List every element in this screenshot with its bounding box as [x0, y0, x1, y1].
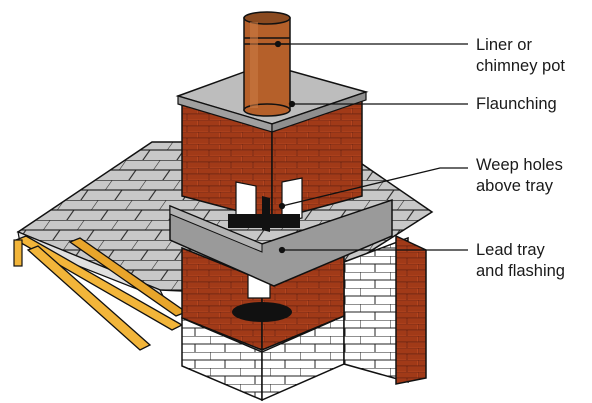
chimney-pot: [244, 12, 290, 116]
label-weep-holes-line2: above tray: [476, 176, 563, 197]
label-flaunching-line1: Flaunching: [476, 94, 557, 115]
label-weep-holes: Weep holes above tray: [476, 155, 563, 197]
side-brick-wall: [396, 236, 426, 384]
label-lead-tray-line1: Lead tray: [476, 240, 565, 261]
label-liner-line1: Liner or: [476, 35, 565, 56]
label-flaunching: Flaunching: [476, 94, 557, 115]
label-liner-line2: chimney pot: [476, 56, 565, 77]
label-lead-tray: Lead tray and flashing: [476, 240, 565, 282]
label-liner: Liner or chimney pot: [476, 35, 565, 77]
label-lead-tray-line2: and flashing: [476, 261, 565, 282]
label-weep-holes-line1: Weep holes: [476, 155, 563, 176]
